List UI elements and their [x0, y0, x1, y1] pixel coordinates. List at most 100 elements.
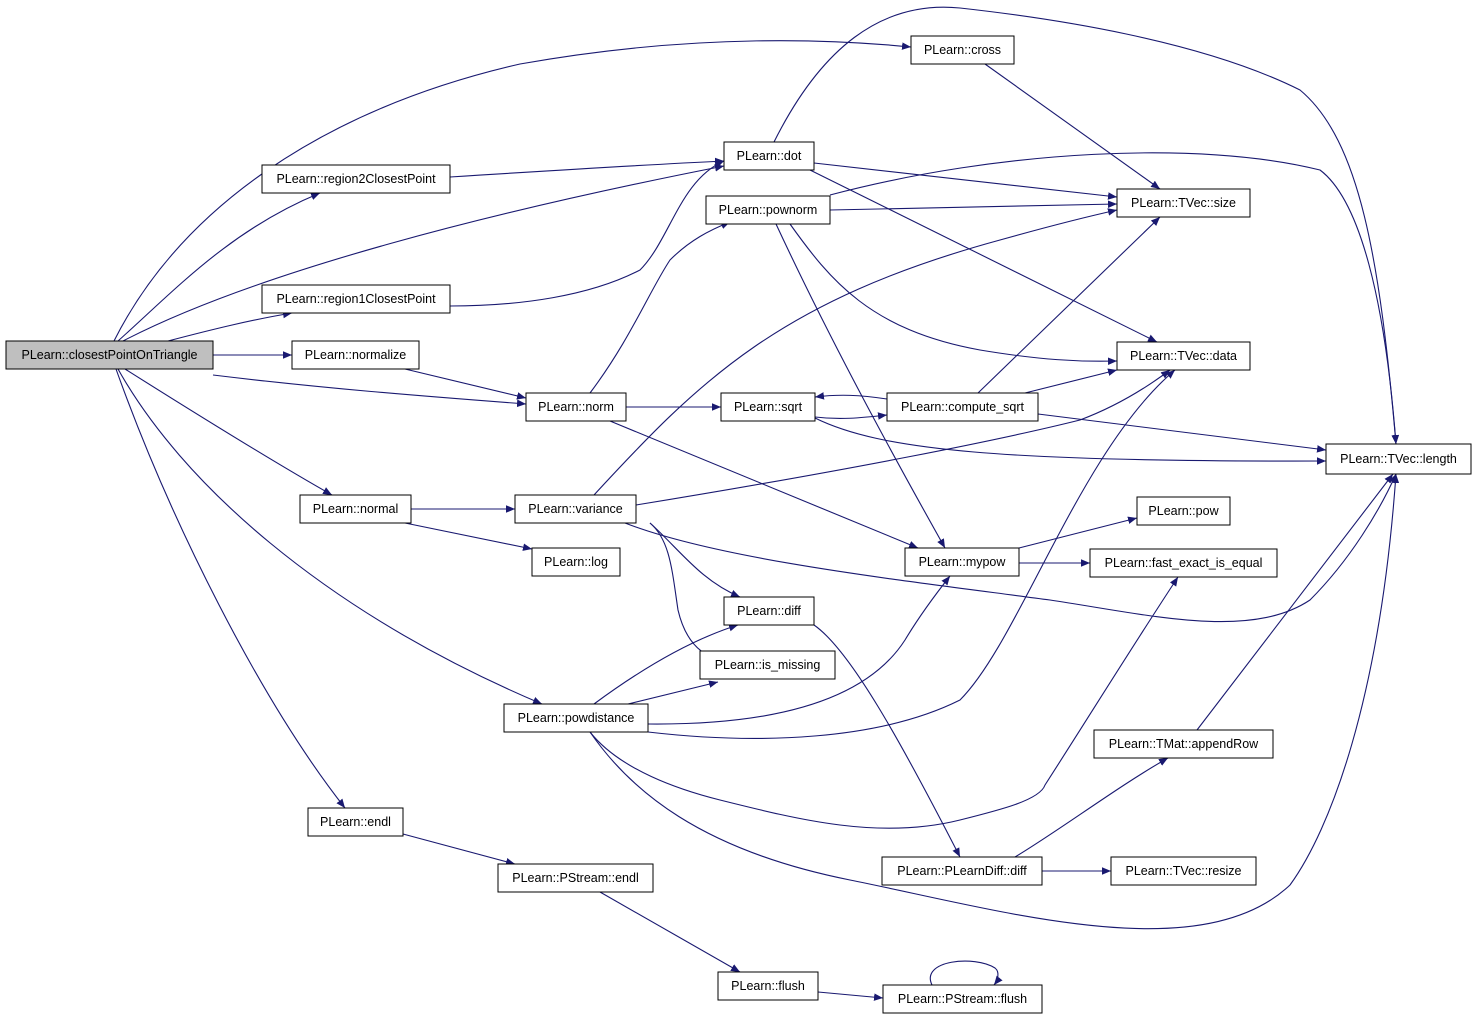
node-powdistance[interactable]: PLearn::powdistance [503, 703, 649, 733]
node-pstream_flush[interactable]: PLearn::PStream::flush [882, 984, 1043, 1014]
edge-powdistance-to-is_missing [627, 680, 719, 705]
edge-mypow-to-pow [1018, 516, 1138, 549]
node-label: PLearn::PStream::flush [898, 992, 1027, 1006]
node-sqrt[interactable]: PLearn::sqrt [720, 392, 816, 422]
edge-pownorm-to-tvec_size [829, 200, 1118, 211]
edge-normalize-to-norm [404, 368, 527, 400]
edge-pstream_flush-to-pstream_flush [929, 960, 1003, 986]
edge-variance-to-is_missing [649, 522, 721, 662]
edge-sqrt-to-tvec_length [814, 417, 1327, 465]
node-tvec_data[interactable]: PLearn::TVec::data [1116, 341, 1251, 371]
edge-compute_sqrt-to-tvec_data [1024, 368, 1118, 394]
edge-powdistance-to-fast_exact_is_equal [589, 576, 1179, 829]
node-label: PLearn::TVec::data [1130, 349, 1237, 363]
node-box [1089, 548, 1278, 578]
node-box [307, 807, 404, 837]
node-box [882, 984, 1043, 1014]
edge-dot-to-tvec_size [813, 162, 1118, 200]
node-pow[interactable]: PLearn::pow [1136, 496, 1231, 526]
node-tvec_resize[interactable]: PLearn::TVec::resize [1110, 856, 1257, 886]
node-label: PLearn::normalize [305, 348, 406, 362]
node-box [705, 195, 831, 225]
edge-norm-to-pownorm [589, 221, 731, 394]
node-compute_sqrt[interactable]: PLearn::compute_sqrt [886, 392, 1039, 422]
node-box [699, 650, 836, 680]
node-box [261, 164, 451, 194]
node-label: PLearn::pow [1148, 504, 1219, 518]
edge-closestPointOnTriangle-to-region2ClosestPoint [117, 192, 321, 342]
node-label: PLearn::TMat::appendRow [1109, 737, 1259, 751]
edge-cross-to-tvec_size [984, 63, 1161, 190]
node-label: PLearn::pownorm [719, 203, 818, 217]
node-label: PLearn::normal [313, 502, 398, 516]
node-label: PLearn::norm [538, 400, 614, 414]
node-label: PLearn::diff [737, 604, 801, 618]
node-box [1110, 856, 1257, 886]
edge-closestPointOnTriangle-to-dot [122, 164, 725, 342]
node-box [1136, 496, 1231, 526]
edge-pownorm-to-tvec_data [789, 223, 1118, 366]
nodes-layer: PLearn::closestPointOnTriangle PLearn::re… [5, 35, 1472, 1014]
node-plearndiff_diff[interactable]: PLearn::PLearnDiff::diff [881, 856, 1043, 886]
node-closestPointOnTriangle[interactable]: PLearn::closestPointOnTriangle [5, 340, 214, 370]
edge-powdistance-to-diff [593, 624, 739, 705]
node-label: PLearn::PLearnDiff::diff [897, 864, 1027, 878]
node-region2ClosestPoint[interactable]: PLearn::region2ClosestPoint [261, 164, 451, 194]
node-mypow[interactable]: PLearn::mypow [904, 547, 1020, 577]
edge-plearndiff_diff-to-tmat_appendRow [1014, 757, 1169, 858]
node-flush[interactable]: PLearn::flush [717, 971, 819, 1001]
node-dot[interactable]: PLearn::dot [723, 141, 815, 171]
node-box [514, 494, 637, 524]
edge-variance-to-tvec_data [635, 369, 1171, 506]
edge-flush-to-pstream_flush [817, 991, 884, 1001]
node-box [299, 494, 412, 524]
node-box [291, 340, 420, 370]
edge-closestPointOnTriangle-to-powdistance [117, 368, 543, 705]
node-is_missing[interactable]: PLearn::is_missing [699, 650, 836, 680]
node-label: PLearn::endl [320, 815, 391, 829]
node-label: PLearn::cross [924, 43, 1001, 57]
node-cross[interactable]: PLearn::cross [910, 35, 1015, 65]
node-label: PLearn::fast_exact_is_equal [1105, 556, 1263, 570]
node-region1ClosestPoint[interactable]: PLearn::region1ClosestPoint [261, 284, 451, 314]
edge-dot-to-tvec_data [809, 169, 1158, 343]
edge-closestPointOnTriangle-to-endl [115, 368, 346, 809]
edge-norm-to-mypow [609, 420, 919, 549]
node-norm[interactable]: PLearn::norm [525, 392, 627, 422]
edge-tmat_appendRow-to-tvec_length [1196, 473, 1394, 731]
node-endl[interactable]: PLearn::endl [307, 807, 404, 837]
node-label: PLearn::TVec::size [1131, 196, 1236, 210]
edge-normal-to-log [404, 522, 533, 551]
node-box [1116, 188, 1251, 218]
node-variance[interactable]: PLearn::variance [514, 494, 637, 524]
node-box [5, 340, 214, 370]
edges-layer [113, 6, 1400, 1001]
node-box [531, 547, 621, 577]
node-label: PLearn::mypow [919, 555, 1007, 569]
node-diff[interactable]: PLearn::diff [723, 596, 815, 626]
node-tvec_size[interactable]: PLearn::TVec::size [1116, 188, 1251, 218]
node-label: PLearn::compute_sqrt [901, 400, 1025, 414]
edge-region2ClosestPoint-to-dot [449, 157, 725, 178]
node-tvec_length[interactable]: PLearn::TVec::length [1325, 443, 1472, 475]
edge-powdistance-to-tvec_length [589, 473, 1400, 930]
edge-variance-to-tvec_length [624, 473, 1397, 623]
node-pownorm[interactable]: PLearn::pownorm [705, 195, 831, 225]
node-label: PLearn::flush [731, 979, 805, 993]
node-log[interactable]: PLearn::log [531, 547, 621, 577]
node-box [1325, 443, 1472, 475]
edge-variance-to-tvec_size [593, 208, 1118, 496]
node-box [910, 35, 1015, 65]
edge-region1ClosestPoint-to-dot [449, 160, 725, 307]
node-normal[interactable]: PLearn::normal [299, 494, 412, 524]
node-box [497, 863, 654, 893]
node-normalize[interactable]: PLearn::normalize [291, 340, 420, 370]
node-fast_exact_is_equal[interactable]: PLearn::fast_exact_is_equal [1089, 548, 1278, 578]
node-pstream_endl[interactable]: PLearn::PStream::endl [497, 863, 654, 893]
node-box [886, 392, 1039, 422]
node-box [723, 596, 815, 626]
edge-closestPointOnTriangle-to-region1ClosestPoint [167, 310, 293, 342]
node-tmat_appendRow[interactable]: PLearn::TMat::appendRow [1093, 729, 1274, 759]
node-label: PLearn::region2ClosestPoint [276, 172, 436, 186]
